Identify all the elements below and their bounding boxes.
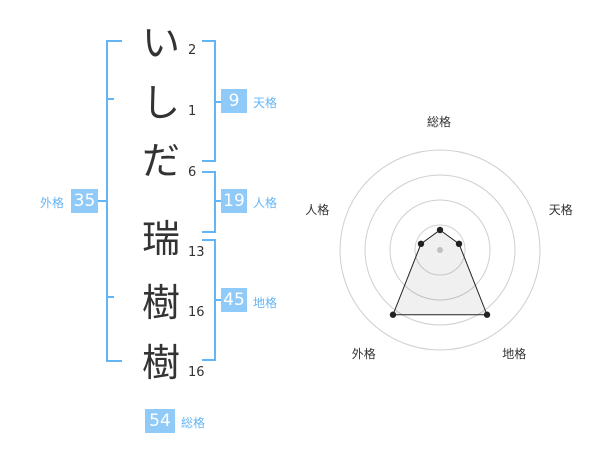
chikaku-connector bbox=[216, 299, 222, 301]
gaikaku-bracket bbox=[106, 40, 122, 362]
name-char: い bbox=[141, 21, 180, 65]
radar-ring bbox=[364, 174, 516, 326]
radar-point bbox=[417, 240, 425, 248]
stroke-count: 6 bbox=[188, 165, 197, 180]
radar-ring bbox=[389, 199, 491, 301]
jinkaku-bracket bbox=[202, 171, 216, 233]
radar-point bbox=[436, 226, 444, 234]
gaikaku-label: 外格 bbox=[40, 196, 65, 210]
radar-label-jinkaku: 人格 bbox=[305, 203, 330, 218]
chikaku-bracket bbox=[202, 239, 216, 361]
stroke-count: 13 bbox=[188, 245, 205, 260]
tenkaku-label: 天格 bbox=[253, 96, 278, 110]
radar-polygon bbox=[392, 229, 488, 316]
radar-label-soukaku: 総格 bbox=[427, 115, 452, 129]
stroke-count: 2 bbox=[188, 43, 197, 58]
jinkaku-value: 19 bbox=[221, 189, 247, 213]
stroke-count: 1 bbox=[188, 104, 197, 119]
jinkaku-connector bbox=[216, 200, 222, 202]
soukaku-label: 総格 bbox=[181, 416, 206, 430]
name-char: 樹 bbox=[141, 281, 180, 325]
radar-label-chikaku: 地格 bbox=[502, 346, 527, 361]
chikaku-value: 45 bbox=[221, 288, 247, 312]
radar-point bbox=[483, 311, 491, 318]
radar-label-gaikaku: 外格 bbox=[351, 346, 376, 361]
name-char: 樹 bbox=[141, 341, 180, 385]
radar-point bbox=[455, 240, 463, 248]
jinkaku-label: 人格 bbox=[253, 196, 278, 210]
radar-center bbox=[437, 247, 443, 253]
gaikaku-value: 35 bbox=[71, 189, 98, 213]
tenkaku-connector bbox=[216, 101, 222, 103]
tenkaku-bracket bbox=[202, 40, 216, 162]
radar-chart bbox=[339, 149, 541, 351]
gaikaku-tick-top bbox=[106, 98, 114, 100]
radar-ring bbox=[414, 224, 466, 276]
name-char: だ bbox=[141, 139, 180, 183]
stroke-count: 16 bbox=[188, 305, 205, 320]
name-char: し bbox=[141, 81, 180, 125]
radar-ring bbox=[339, 149, 541, 351]
radar-point bbox=[389, 311, 397, 318]
gaikaku-connector bbox=[98, 200, 106, 202]
name-char: 瑞 bbox=[141, 217, 180, 261]
chikaku-label: 地格 bbox=[253, 296, 278, 310]
stroke-count: 16 bbox=[188, 365, 205, 380]
radar-label-tenkaku: 天格 bbox=[548, 203, 573, 218]
tenkaku-value: 9 bbox=[221, 89, 247, 113]
soukaku-value: 54 bbox=[145, 409, 175, 433]
gaikaku-tick-bottom bbox=[106, 296, 114, 298]
